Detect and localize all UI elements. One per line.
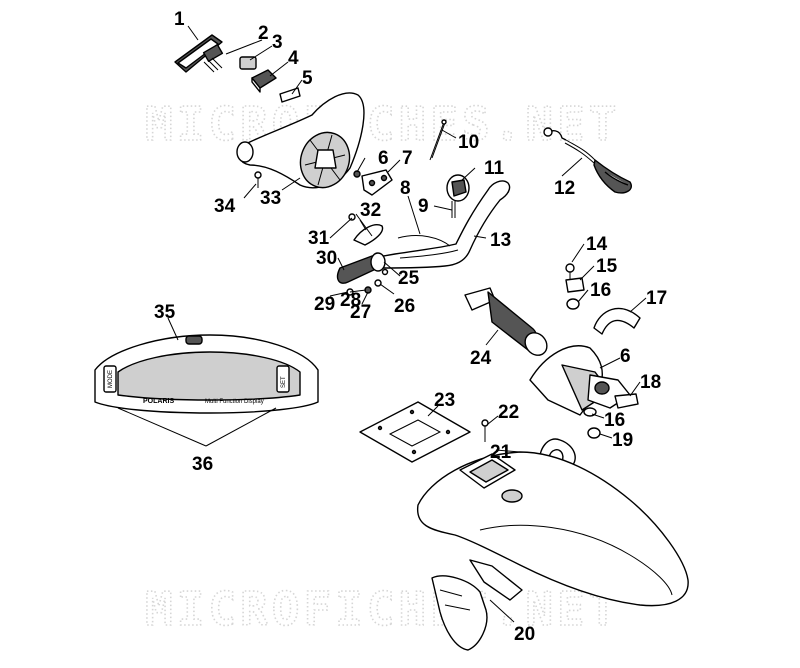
callout-28: 28	[340, 290, 361, 311]
part-33-headlight-pod	[236, 92, 365, 189]
callout-4: 4	[288, 48, 299, 69]
callout-9: 9	[418, 196, 429, 217]
watermark-top: MICROFICHES.NET	[145, 97, 620, 151]
part-17-arc-bracket	[593, 307, 641, 335]
part-35-display: MODE SET POLARIS Multi Function Display	[94, 334, 319, 414]
callout-1: 1	[174, 9, 185, 30]
part-31-lever	[348, 213, 384, 246]
callout-16-upper: 16	[590, 280, 611, 301]
callout-18: 18	[640, 372, 661, 393]
part-2-socket	[202, 43, 224, 73]
callout-36: 36	[192, 454, 213, 475]
leader-lines	[117, 25, 647, 623]
part-15-clip	[565, 277, 585, 293]
part-3-bulb	[239, 56, 257, 70]
callout-8: 8	[400, 178, 411, 199]
part-1-lens	[174, 34, 223, 73]
part-hood-cover	[417, 451, 689, 607]
part-14-bolt	[565, 263, 575, 285]
part-23-plate	[359, 401, 471, 463]
callout-26: 26	[394, 296, 415, 317]
display-brand: POLARIS	[143, 398, 174, 405]
callout-16-lower: 16	[604, 410, 625, 431]
callout-20: 20	[514, 624, 535, 645]
callouts: 1 2 3 4 5 6 7 8 9 10 11 12 13 14 15 16 1…	[154, 9, 667, 645]
part-4-connector	[251, 69, 277, 93]
callout-34: 34	[214, 196, 236, 217]
callout-32: 32	[360, 200, 381, 221]
part-22-screw	[481, 419, 489, 442]
callout-23: 23	[434, 390, 455, 411]
display-mode-label: MODE	[108, 370, 114, 388]
part-34-screw	[254, 171, 262, 188]
callout-35: 35	[154, 302, 176, 323]
callout-5: 5	[302, 68, 313, 89]
part-18-bracket	[614, 393, 639, 409]
callout-31: 31	[308, 228, 330, 249]
callout-12: 12	[554, 178, 575, 199]
callout-21: 21	[490, 442, 512, 463]
part-24-throttle	[464, 287, 548, 356]
part-10-pin	[429, 119, 447, 161]
callout-2: 2	[258, 23, 269, 44]
part-16-washer-upper	[566, 298, 580, 310]
part-12-lanyard	[543, 127, 632, 194]
callout-15: 15	[596, 256, 618, 277]
part-19-washer	[587, 427, 601, 439]
part-5-pin	[279, 87, 301, 103]
callout-17: 17	[646, 288, 667, 309]
callout-29: 29	[314, 294, 335, 315]
part-32-screw	[355, 213, 373, 237]
callout-33: 33	[260, 188, 281, 209]
callout-11: 11	[484, 158, 505, 179]
callout-25: 25	[398, 268, 420, 289]
part-6-housing	[529, 345, 631, 416]
callout-22: 22	[498, 402, 519, 423]
part-11-switch	[446, 174, 470, 218]
display-set-label: SET	[281, 376, 287, 388]
callout-19: 19	[612, 430, 633, 451]
callout-27: 27	[350, 302, 371, 323]
callout-6-upper: 6	[378, 148, 389, 169]
callout-3: 3	[272, 32, 283, 53]
callout-10: 10	[458, 132, 479, 153]
callout-6-lower: 6	[620, 346, 631, 367]
part-7-bracket	[361, 169, 393, 196]
part-25-clamp	[370, 252, 386, 272]
callout-14: 14	[586, 234, 608, 255]
callout-24: 24	[470, 348, 492, 369]
callout-13: 13	[490, 230, 511, 251]
callout-7: 7	[402, 148, 413, 169]
display-caption: Multi Function Display	[205, 399, 264, 405]
part-13-handlebar	[371, 180, 511, 269]
watermark-bottom: MICROFICHES.NET	[145, 582, 620, 636]
part-8-cable	[397, 235, 451, 247]
part-20-bracket	[431, 559, 523, 651]
callout-30: 30	[316, 248, 337, 269]
